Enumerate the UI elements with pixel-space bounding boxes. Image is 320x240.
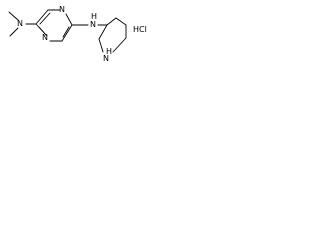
pip-bond-1 [106,17,117,26]
amine-hydrogen-label: H [91,12,98,21]
ring-double-bond-1 [38,26,48,37]
ring-nitrogen-label-1: N [42,33,48,42]
piperidine-hydrogen-label: H [106,47,113,56]
methyl-bond-2 [9,27,19,37]
pip-bond-4 [112,37,127,53]
ring-bond-c2-n1 [61,24,73,42]
dimethylamine-nitrogen-label: N [17,19,23,28]
piperidine-nitrogen-label: N [103,54,109,63]
ring-bond-c5-c4 [35,9,49,25]
ring-double-bond-3 [62,26,70,38]
ring-bond-n1-c6 [65,13,73,26]
ring-double-bond-2 [39,12,51,25]
molecule-skeleton [8,9,127,53]
methyl-bond-1 [8,11,19,21]
pip-bond-2 [115,17,127,26]
hcl-salt-label: HCl [133,25,147,34]
amine-nitrogen-label: N [90,20,96,29]
pip-bond-6 [98,24,108,40]
ring-nitrogen-label-3: N [59,5,65,14]
pip-bond-5 [98,38,104,53]
